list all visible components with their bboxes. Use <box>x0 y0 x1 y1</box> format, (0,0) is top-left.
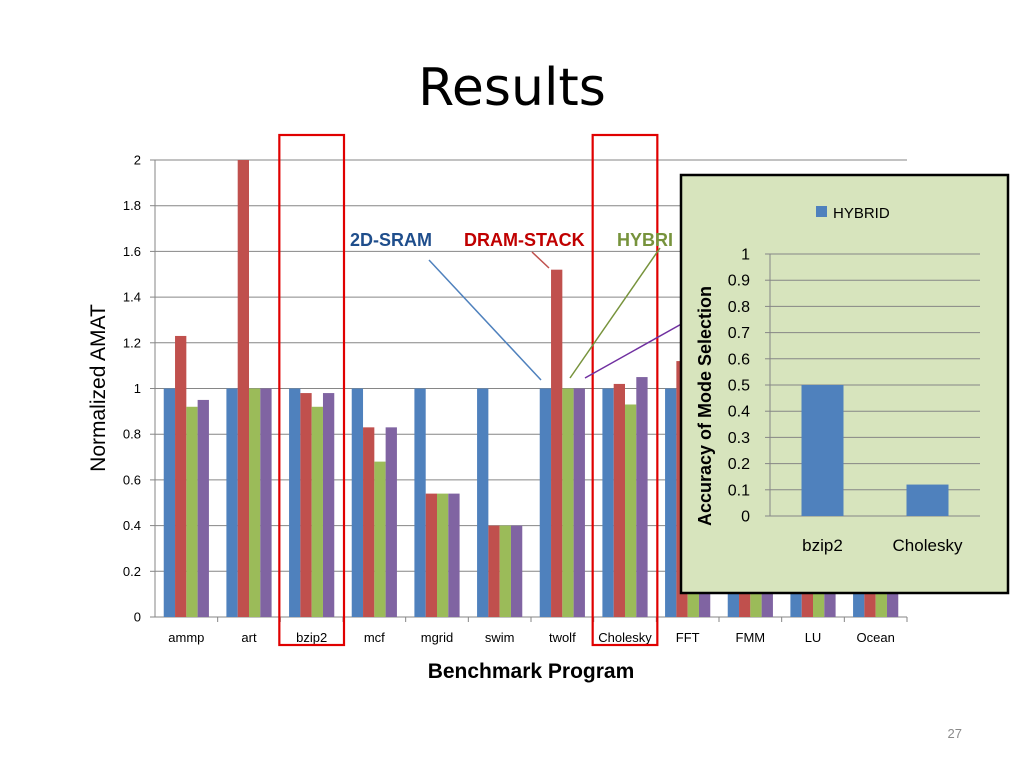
inset-y-axis-title: Accuracy of Mode Selection <box>695 286 715 526</box>
bar <box>260 388 272 617</box>
bar <box>300 393 312 617</box>
inset-y-tick-label: 0.9 <box>728 273 750 290</box>
bar <box>425 493 437 617</box>
bar <box>636 377 648 617</box>
y-tick-label: 0.8 <box>123 427 141 442</box>
slide-title: Results <box>418 58 606 118</box>
inset-y-tick-label: 0.5 <box>728 378 750 395</box>
x-tick-label: FFT <box>676 630 700 645</box>
legend-label: DRAM-STACK <box>464 230 585 250</box>
inset-legend-swatch <box>816 206 827 217</box>
inset-x-tick-label: Cholesky <box>893 536 963 555</box>
bar <box>289 388 301 617</box>
inset-panel <box>679 173 1010 595</box>
y-tick-label: 1.8 <box>123 198 141 213</box>
x-tick-label: bzip2 <box>296 630 327 645</box>
bar <box>539 388 552 617</box>
bar <box>163 388 176 617</box>
callout-line <box>569 247 661 379</box>
callout-line <box>531 251 550 269</box>
x-tick-label: mcf <box>364 630 385 645</box>
x-tick-label: LU <box>805 630 822 645</box>
bar <box>414 388 426 617</box>
x-tick-label: art <box>241 630 257 645</box>
inset-y-tick-label: 0.4 <box>728 404 750 421</box>
bar <box>385 427 397 617</box>
inset-y-tick-label: 1 <box>741 247 750 264</box>
inset-y-tick-label: 0.1 <box>728 482 750 499</box>
bar <box>186 406 198 617</box>
y-tick-label: 1.6 <box>123 244 141 259</box>
y-tick-label: 1 <box>134 381 141 396</box>
inset-x-tick-label: bzip2 <box>802 536 843 555</box>
bar <box>625 404 637 617</box>
y-tick-label: 0 <box>134 610 141 625</box>
bar <box>322 393 335 617</box>
x-tick-label: swim <box>485 630 515 645</box>
bar <box>573 388 585 617</box>
bar <box>488 525 500 617</box>
callout-line <box>428 259 542 381</box>
bar <box>551 269 563 617</box>
x-axis-title: Benchmark Program <box>428 660 635 683</box>
bar <box>237 160 249 617</box>
inset-y-tick-label: 0.8 <box>728 299 750 316</box>
y-tick-label: 0.6 <box>123 472 141 487</box>
bar <box>351 388 364 617</box>
bar <box>499 525 511 617</box>
bar <box>374 461 386 617</box>
bar <box>197 399 209 617</box>
bar <box>510 525 523 617</box>
inset-y-tick-label: 0.7 <box>728 325 750 342</box>
inset-y-tick-label: 0.6 <box>728 351 750 368</box>
bar <box>249 388 261 617</box>
callout-line <box>584 321 686 379</box>
inset-bar <box>906 484 949 516</box>
highlight-box <box>278 133 346 647</box>
bar <box>477 388 489 617</box>
legend-label: HYBRI <box>617 230 673 250</box>
bar <box>448 493 460 617</box>
y-tick-label: 2 <box>134 153 141 168</box>
inset-y-tick-label: 0 <box>741 509 750 526</box>
inset-bar <box>801 385 844 516</box>
bar <box>175 335 187 617</box>
x-tick-label: mgrid <box>421 630 454 645</box>
y-tick-label: 0.4 <box>123 518 141 533</box>
bar <box>665 388 677 617</box>
x-tick-label: Ocean <box>857 630 895 645</box>
legend-label: 2D-SRAM <box>350 230 432 250</box>
inset-legend-label: HYBRID <box>833 205 890 222</box>
inset-y-tick-label: 0.3 <box>728 430 750 447</box>
bar <box>437 493 449 617</box>
page-number: 27 <box>947 726 962 741</box>
x-tick-label: twolf <box>549 630 576 645</box>
y-tick-label: 1.4 <box>123 290 141 305</box>
bar <box>363 427 375 617</box>
bar <box>602 388 614 617</box>
bar <box>613 383 625 617</box>
y-tick-label: 1.2 <box>123 335 141 350</box>
x-tick-label: Cholesky <box>598 630 652 645</box>
y-tick-label: 0.2 <box>123 564 141 579</box>
bar <box>562 388 574 617</box>
bar <box>226 388 238 617</box>
x-tick-label: FMM <box>736 630 766 645</box>
highlight-box <box>591 133 659 647</box>
bar <box>311 406 323 617</box>
y-axis-title: Normalized AMAT <box>87 304 110 472</box>
x-tick-label: ammp <box>168 630 204 645</box>
inset-y-tick-label: 0.2 <box>728 456 750 473</box>
